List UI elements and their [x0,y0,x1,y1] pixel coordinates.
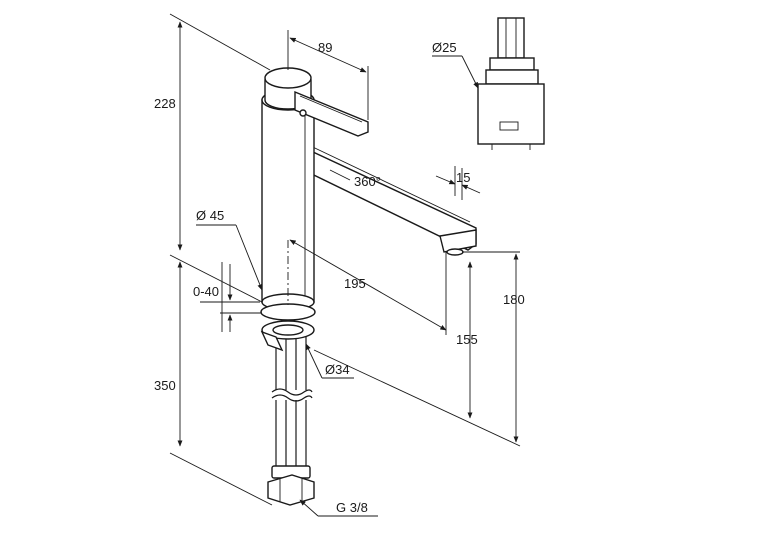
dimension-labels: 89 Ø25 228 360° 15 Ø 45 0-40 195 155 180… [154,40,525,515]
faucet-body [260,67,477,352]
label-15: 15 [456,170,470,185]
label-89: 89 [318,40,332,55]
label-195: 195 [344,276,366,291]
label-d34: Ø34 [325,362,350,377]
supply-hoses [267,330,315,506]
label-155: 155 [456,332,478,347]
cartridge-drawing [477,17,545,150]
label-228: 228 [154,96,176,111]
dimension-lines [169,13,521,517]
label-0-40: 0-40 [193,284,219,299]
label-d45: Ø 45 [196,208,224,223]
label-360: 360° [354,174,381,189]
label-180: 180 [503,292,525,307]
label-g38: G 3/8 [336,500,368,515]
label-350: 350 [154,378,176,393]
label-d25: Ø25 [432,40,457,55]
